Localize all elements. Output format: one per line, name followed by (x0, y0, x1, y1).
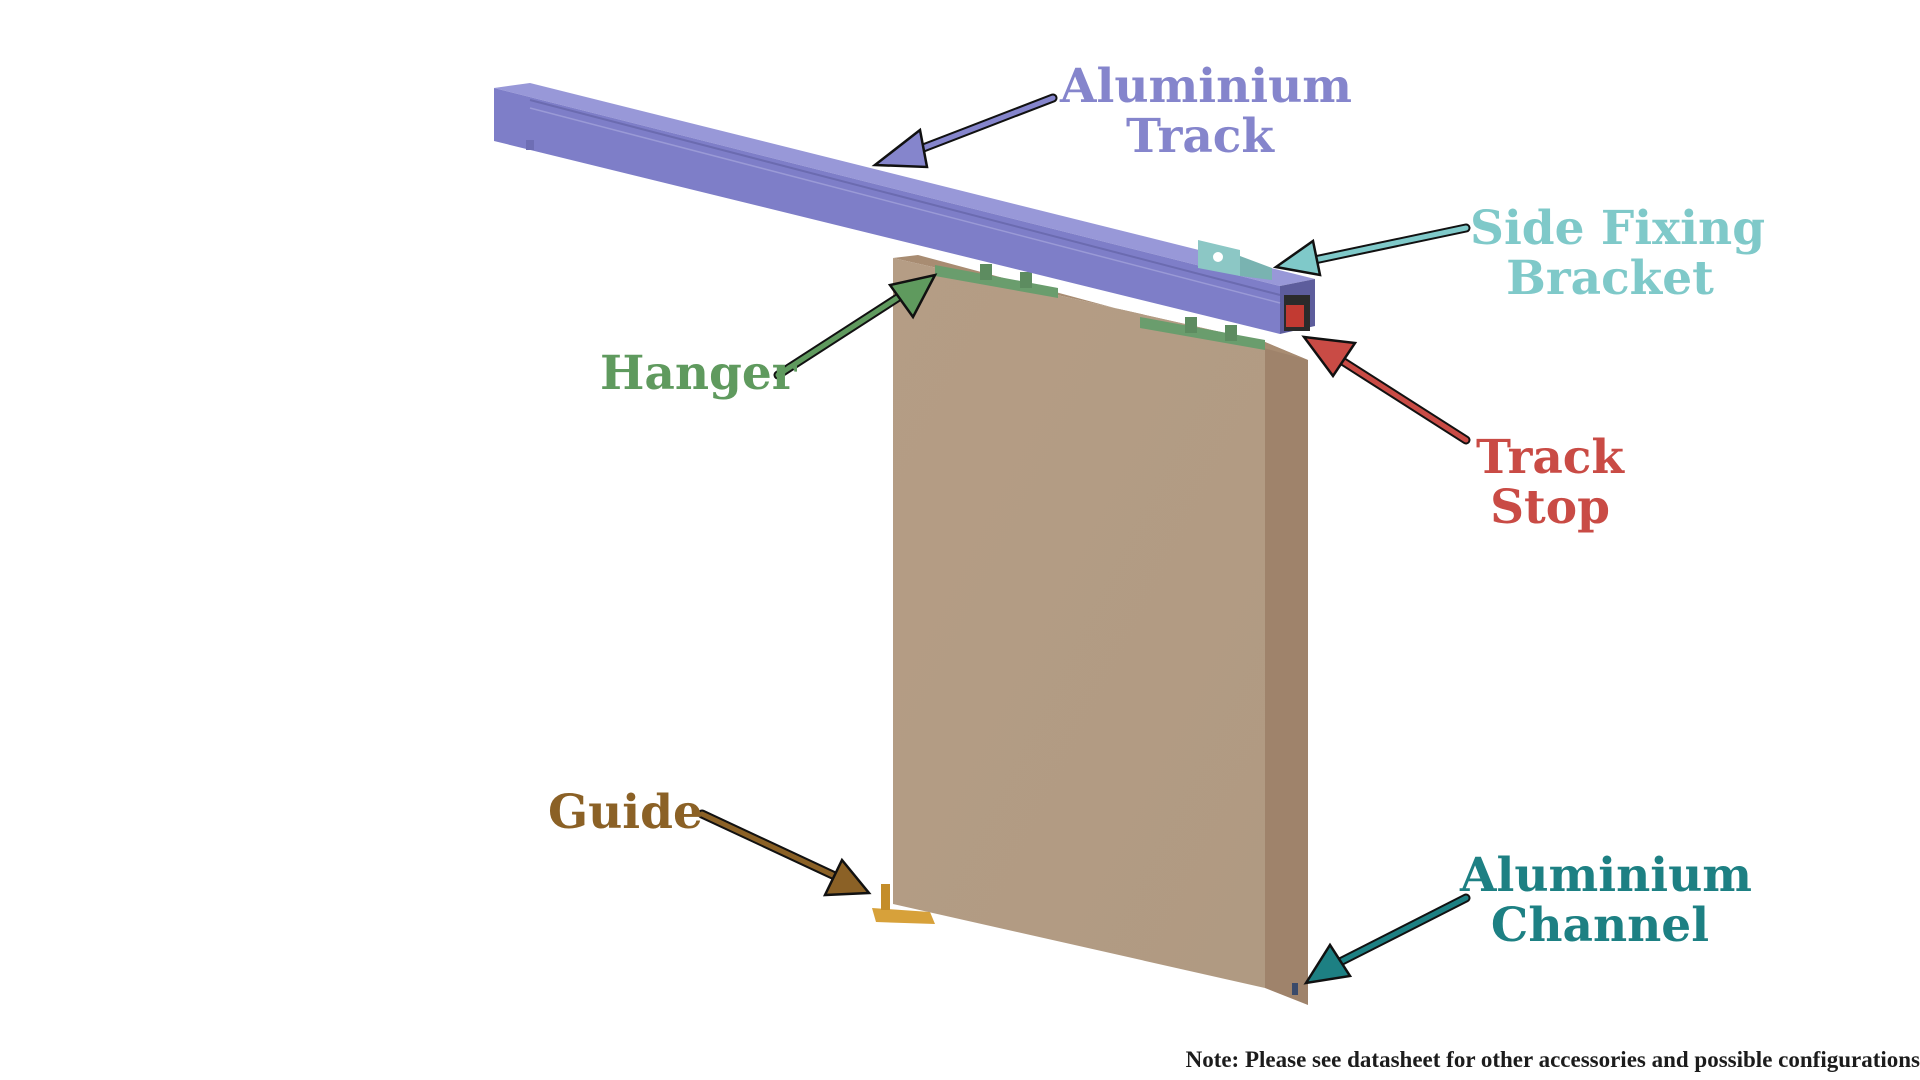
bracket-flange (1240, 256, 1272, 280)
bracket-hole (1213, 252, 1223, 262)
label-track-stop-line1: Track (1476, 430, 1624, 485)
door-face (893, 258, 1265, 988)
hanger-right (1140, 317, 1265, 350)
guide-post (881, 884, 890, 910)
door-edge (1265, 342, 1308, 1005)
guide-base (872, 908, 935, 924)
hanger-part (935, 264, 1265, 350)
label-aluminium-track-line1: Aluminium (1060, 59, 1353, 114)
label-side-fixing-bracket: Side Fixing Bracket (1470, 201, 1766, 306)
label-aluminium-track: Aluminium Track (1060, 59, 1353, 164)
label-aluminium-channel-line1: Aluminium (1460, 848, 1753, 903)
arrow-aluminium-channel (1303, 893, 1471, 985)
track-end-cap (526, 140, 534, 150)
track-top (494, 83, 1315, 286)
label-guide-line1: Guide (548, 785, 703, 840)
footer-note: Note: Please see datasheet for other acc… (1185, 1047, 1920, 1072)
hanger-left (935, 265, 1058, 298)
arrow-track-stop (1301, 335, 1471, 445)
hanger-left-wheel (980, 264, 992, 280)
label-guide: Guide (548, 785, 703, 840)
label-aluminium-track-line2: Track (1126, 109, 1274, 164)
track-groove-2 (529, 107, 1281, 304)
track-stop-part (1284, 295, 1310, 331)
label-hanger-line1: Hanger (600, 346, 797, 401)
track-stop-red (1286, 305, 1304, 327)
label-track-stop-line2: Stop (1490, 480, 1610, 535)
arrow-guide (697, 809, 872, 897)
aluminium-track-part (494, 83, 1315, 334)
arrow-side-fixing-bracket (1272, 223, 1471, 277)
hanger-right-wheel-2 (1225, 325, 1237, 341)
hanger-right-wheel (1185, 317, 1197, 333)
side-fixing-bracket-part (1198, 240, 1272, 280)
arrow-hanger (773, 273, 938, 380)
label-track-stop: Track Stop (1470, 433, 1630, 533)
hanger-left-wheel-2 (1020, 272, 1032, 288)
label-aluminium-channel: Aluminium Channel (1460, 848, 1753, 953)
label-side-fixing-bracket-line1: Side Fixing (1470, 201, 1766, 256)
guide-part (872, 884, 935, 924)
aluminium-channel-part (1292, 983, 1298, 995)
track-groove (529, 99, 1281, 296)
label-aluminium-channel-line2: Channel (1490, 898, 1710, 953)
label-side-fixing-bracket-line2: Bracket (1506, 251, 1714, 306)
door-panel (893, 255, 1308, 1005)
label-hanger: Hanger (600, 346, 797, 401)
arrow-aluminium-track (871, 93, 1058, 169)
